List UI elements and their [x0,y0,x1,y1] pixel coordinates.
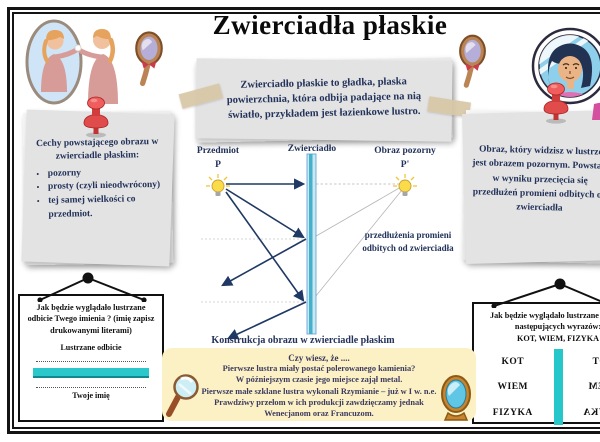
mirrored-word: FIZYKA [571,408,600,418]
sign-hanger [491,278,600,308]
sign-hanger [37,272,147,302]
intro-note: Zwierciadło płaskie to gładka, płaska po… [178,57,472,143]
mirrored-word-text: FIZYKA [583,407,600,418]
standing-mirror-icon [441,375,471,421]
extension-note: przedłużenia promieni [365,230,452,240]
page-frame [7,7,600,434]
answer-line [35,382,147,389]
mirror-reflection-label: Lustrzane odbicie [60,343,122,353]
pushpin-icon [543,82,569,124]
bulb-icon [393,174,417,196]
intro-note-text: Zwierciadło płaskie to gładka, płaska po… [226,76,422,122]
fact-line: Pierwsze lustra miały postać polerowaneg… [222,364,416,373]
list-item: prosty (czyli nieodwrócony) [48,179,172,195]
word: WIEM [497,382,528,393]
word: KOT [501,357,525,368]
word: FIZYKA [492,407,533,418]
feature-text: pozorny [47,167,82,179]
mirrored-word: WIEM [571,382,600,392]
hand-mirror-icon [135,31,163,87]
woman-mirror-illustration [531,27,600,120]
object-symbol: P [215,160,221,170]
virtual-image-note: Obraz, który widzisz w lustrze jest obra… [462,110,600,264]
words-sign-words-line: KOT, WIEM, FIZYKA [516,333,600,343]
answer-line [35,356,147,363]
mirrored-word-text: KOT [591,357,600,368]
list-item: tej samej wielkości co przedmiot. [48,193,172,223]
fact-box: Czy wiesz, że .... Pierwsze lustra miały… [162,348,476,421]
words-sign-prompt: Jak będzie wyglądało lustrzane odbicie n… [489,311,600,332]
magnifier-icon [166,374,199,417]
image-symbol: P' [401,160,409,170]
your-name-label: Twoje imię [72,391,110,401]
mirrored-word: KOT [571,357,600,367]
fact-line: Pierwsze małe szklane lustra wykonali Rz… [201,386,437,396]
girl-mirror-illustration [25,19,118,105]
diagram-caption: Konstrukcja obrazu w zwierciadle płaskim [211,335,395,346]
page-title: Zwierciadła płaskie [212,10,448,40]
fact-box-heading: Czy wiesz, że .... [288,353,350,363]
fact-line: Prawdziwy przełom w ich produkcji zawdzi… [214,398,424,408]
name-sign-prompt: Jak będzie wyglądało lustrzane odbicie T… [27,303,155,335]
words-mirror-sign: Jak będzie wyglądało lustrzane odbicie n… [472,302,600,426]
mirror-bar [306,153,317,335]
extension-note: odbitych od zwierciadła [362,243,454,253]
name-mirror-sign: Jak będzie wyglądało lustrzane odbicie T… [18,294,164,422]
bulb-icon [206,174,230,196]
features-note-heading: Cechy powstającego obrazu w zwierciadle … [36,136,159,162]
object-label: Przedmiot [197,146,240,156]
mirrored-word-text: WIEM [588,382,600,393]
fact-line: Wenecjanom oraz Francuzom. [264,409,374,419]
pushpin-icon [83,96,109,138]
mirror-words-table: KOT KOT WIEM WIEM FIZYKA FIZYKA [480,349,600,426]
hand-mirror-icon [459,34,486,88]
ray-diagram: Przedmiot P Zwierciadło Obraz pozorny P'… [197,144,454,346]
image-label: Obraz pozorny [374,146,436,156]
fact-line: W późniejszym czasie jego miejsce zajął … [235,375,403,385]
mirror-label: Zwierciadło [288,144,337,154]
mirror-strip [32,368,150,379]
virtual-image-note-text: Obraz, który widzisz w lustrze jest obra… [472,144,600,214]
features-list: pozorny prosty (czyli nieodwrócony) tej … [48,165,173,222]
mirror-strip [553,349,563,426]
feature-text: prosty (czyli nieodwrócony) [47,180,161,193]
feature-text: tej samej wielkości co przedmiot. [48,194,136,220]
